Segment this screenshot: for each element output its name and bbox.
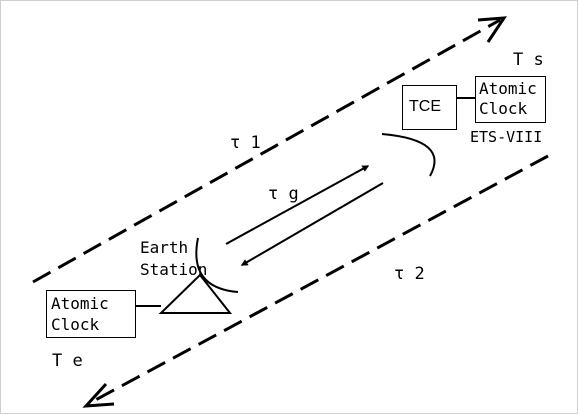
satellite-clock-label-line2: Clock bbox=[479, 99, 528, 118]
earth-station-label-line2: Station bbox=[140, 260, 208, 279]
satellite-antenna-icon bbox=[381, 133, 436, 177]
earth-station-triangle-icon bbox=[158, 273, 233, 314]
tau-2-label: τ 2 bbox=[394, 264, 425, 284]
te-label: T e bbox=[52, 351, 83, 371]
tce-box: TCE bbox=[402, 85, 457, 130]
ts-label: T s bbox=[513, 50, 544, 70]
ground-clock-label-line2: Clock bbox=[51, 315, 100, 334]
ground-clock-box: Atomic Clock bbox=[46, 290, 136, 338]
ground-clock-label-line1: Atomic bbox=[51, 294, 109, 313]
satellite-clock-label-line1: Atomic bbox=[479, 79, 537, 98]
downlink-dashed-path bbox=[87, 154, 549, 406]
satellite-name-label: ETS-VIII bbox=[470, 128, 543, 146]
tau-g-arrow-down bbox=[240, 182, 384, 266]
downlink-arrow-head-icon bbox=[82, 382, 115, 408]
satellite-clock-box: Atomic Clock bbox=[475, 76, 546, 123]
uplink-arrow-head-icon bbox=[477, 16, 507, 43]
earth-antenna-icon bbox=[195, 237, 239, 293]
tau-g-arrow-up bbox=[225, 165, 370, 245]
tau-g-label: τ g bbox=[268, 184, 299, 204]
tau-1-label: τ 1 bbox=[230, 133, 261, 153]
earth-station-label-line1: Earth bbox=[140, 238, 189, 257]
uplink-dashed-path bbox=[32, 18, 501, 284]
tce-label: TCE bbox=[409, 98, 441, 115]
